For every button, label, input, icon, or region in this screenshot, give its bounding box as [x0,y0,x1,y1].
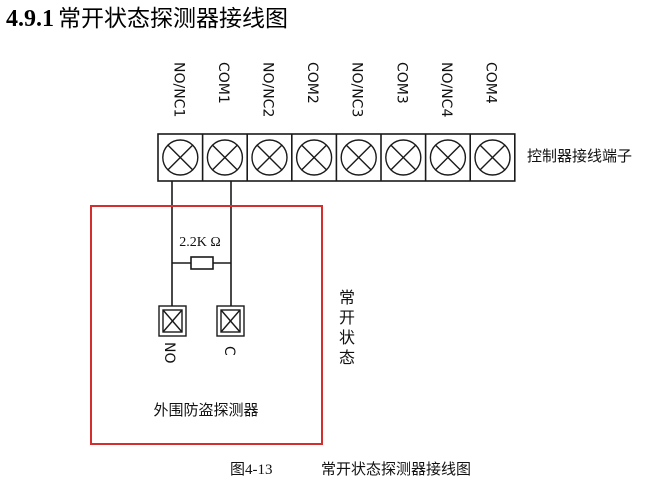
terminal-label-com2: COM2 [304,62,320,104]
figure-title: 常开状态探测器接线图 [321,460,471,478]
terminal-label-no-nc3: NO/NC3 [349,62,365,117]
state-label-char: 开 [339,308,355,327]
terminal-com1 [201,134,244,181]
detector-terminal-no-label: NO [161,342,177,364]
terminal-no-nc4 [424,134,467,181]
terminal-no-nc3 [335,134,377,181]
terminal-label-com3: COM3 [393,62,409,104]
terminal-label-com4: COM4 [483,62,499,104]
resistor-label: 2.2K Ω [179,235,221,250]
terminal-label-com1: COM1 [215,62,231,104]
detector-outline [90,205,323,445]
terminal-block [157,133,516,182]
terminal-label-no-nc1: NO/NC1 [170,62,186,117]
terminal-com4 [469,134,511,181]
detector-name: 外围防盗探测器 [153,401,258,419]
terminal-no-nc1 [162,139,199,176]
terminal-label-no-nc4: NO/NC4 [438,62,454,117]
state-label-char: 状 [339,328,355,347]
section-title: 常开状态探测器接线图 [58,6,288,32]
terminal-no-nc2 [246,134,288,181]
terminal-com3 [380,134,422,181]
terminal-block-caption: 控制器接线端子 [527,147,632,165]
state-label: 常开状态 [339,288,355,367]
resistor [190,256,214,270]
detector-wires [171,181,232,306]
detector-terminal-no [158,305,187,337]
state-label-char: 态 [339,348,355,367]
terminal-label-no-nc2: NO/NC2 [260,62,276,117]
terminal-labels: NO/NC1 COM1 NO/NC2 COM2 NO/NC3 COM3 NO/NC4 COM4 [170,62,498,117]
state-label-char: 常 [339,288,355,307]
detector-terminal-c [216,305,245,337]
detector-terminal-c-label: C [221,346,237,356]
terminal-com2 [290,134,333,181]
section-number: 4.9.1 [6,6,54,32]
figure-number: 图4-13 [230,461,273,478]
